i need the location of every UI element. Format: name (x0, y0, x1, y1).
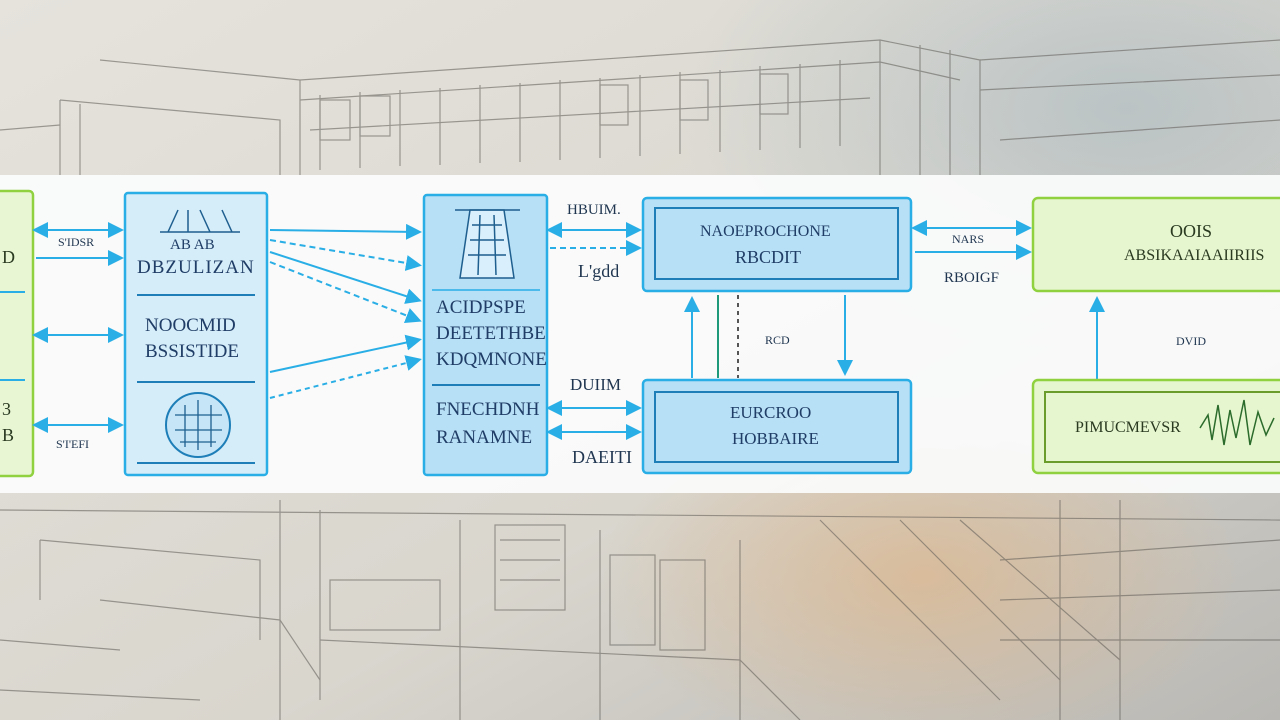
left-box-label-1: D (2, 247, 15, 267)
block-a-mid-line-2: BSSISTIDE (145, 341, 239, 362)
edge-label-left-top: S'IDSR (58, 235, 95, 249)
green-side-label: DVID (1176, 334, 1206, 348)
block-d (641, 378, 913, 475)
block-b-mid-line-3: KDQMNONE (436, 349, 547, 370)
edge-label-mid-2: L'gdd (578, 261, 620, 281)
edge-label-left-bottom: S'I'EFI (56, 437, 89, 451)
block-b-bottom-line-2: RANAMNE (436, 427, 533, 448)
block-a-top-icon (160, 209, 240, 233)
block-b-mid-line-1: ACIDPSPE (436, 297, 526, 318)
block-a-top-line-1: AB AB (170, 237, 215, 253)
block-a-top-line-2: DBZULIZAN (137, 257, 255, 278)
edge-label-mid-3: DUIIM (570, 375, 621, 394)
block-b (422, 193, 549, 477)
signal-waveform-icon (1199, 399, 1275, 446)
left-box-label-3: B (2, 425, 15, 445)
block-c-line-1: NAOEPROCHONE (700, 223, 831, 240)
block-d-line-2: HOBBAIRE (732, 429, 819, 448)
block-f (1031, 378, 1280, 475)
edge-label-right-1: NARS (952, 232, 985, 246)
block-c-line-2: RBCDIT (735, 247, 802, 267)
block-a-mid-line-1: NOOCMID (145, 315, 236, 336)
block-f-line-1: PIMUCMEVSR (1075, 419, 1181, 436)
edge-label-right-2: RBOIGF (944, 270, 1000, 286)
left-box-label-2: 3 (2, 399, 11, 419)
block-b-mid-line-2: DEETETHBE (436, 323, 546, 344)
block-c (641, 196, 913, 293)
block-b-top-icon (455, 209, 520, 279)
block-a (123, 191, 269, 477)
block-b-bottom-line-1: FNECHDNH (436, 399, 540, 420)
vertical-connector-label: RCD (765, 333, 790, 347)
edge-label-mid-4: DAEITI (572, 447, 632, 467)
edge-label-mid-1: HBUIM. (567, 202, 621, 218)
block-d-line-1: EURCROO (730, 403, 812, 422)
block-e-line-2: ABSIKAAIAAIIRIIS (1124, 247, 1265, 264)
block-e (1031, 196, 1280, 293)
block-e-line-1: OOIS (1170, 221, 1213, 241)
